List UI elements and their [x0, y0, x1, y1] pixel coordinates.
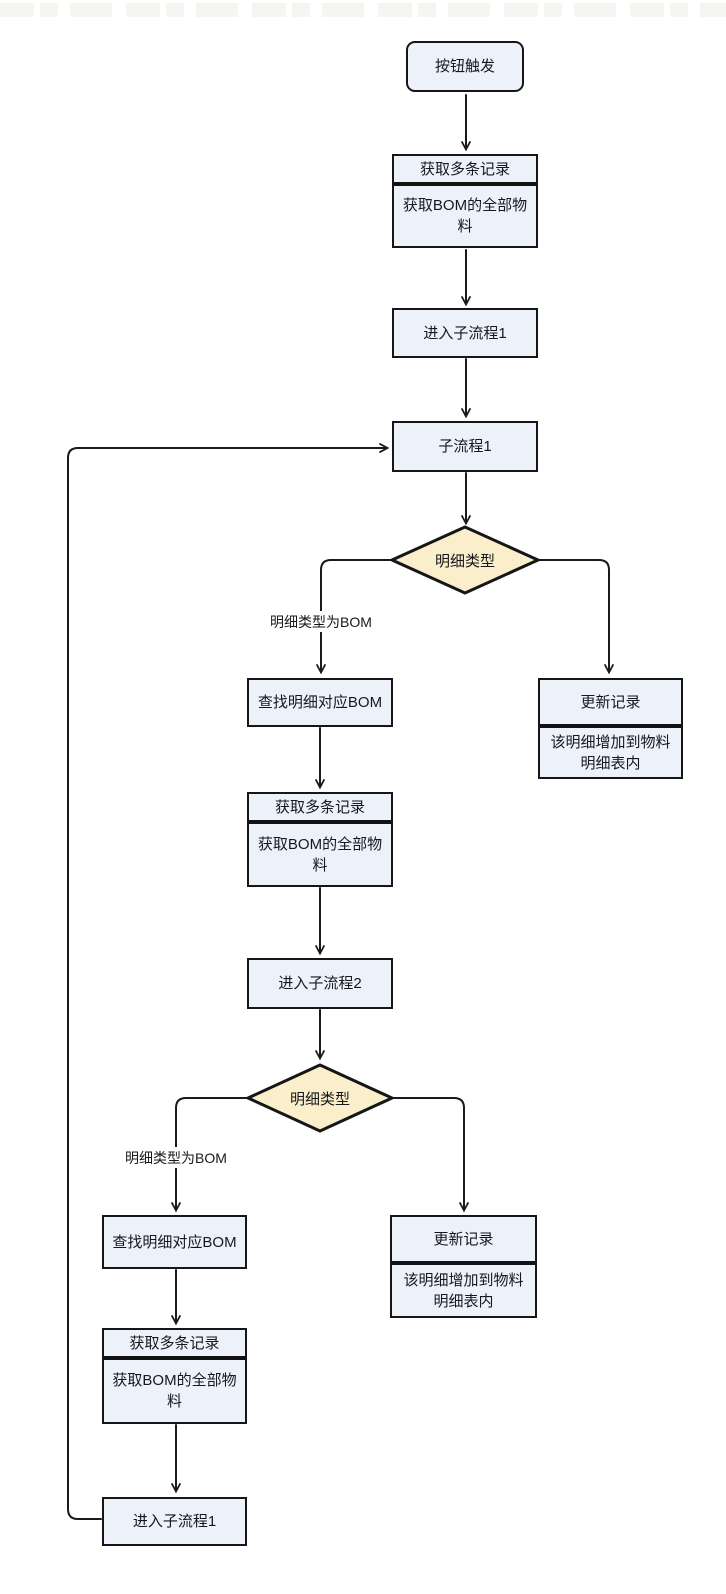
- node-sub1-label: 子流程1: [438, 438, 492, 455]
- node-update2-body: 该明细增加到物料明细表内: [403, 1271, 524, 1310]
- node-rec2-header: 获取多条记录: [249, 794, 391, 824]
- node-find-bom-1-label: 查找明细对应BOM: [257, 694, 383, 711]
- edge-label-decision2-left: 明细类型为BOM: [119, 1147, 233, 1168]
- node-rec3-body: 获取BOM的全部物料: [112, 1372, 237, 1410]
- edge-loopback-sub1: [67, 443, 390, 1520]
- node-enter-sub1-top-label: 进入子流程1: [423, 324, 507, 342]
- node-start[interactable]: 按钮触发: [406, 41, 524, 92]
- node-decision2-shape[interactable]: [246, 1063, 394, 1133]
- edge-decision1-update1: [536, 559, 614, 675]
- node-find-bom-1[interactable]: 查找明细对应BOM: [247, 678, 393, 727]
- node-find-bom-2-label: 查找明细对应BOM: [112, 1233, 237, 1251]
- edge-decision1-findbom1: [316, 559, 395, 675]
- node-decision1-shape[interactable]: [390, 525, 540, 595]
- edge-decision2-findbom2: [171, 1097, 250, 1213]
- node-rec2-body: 获取BOM的全部物料: [257, 835, 383, 874]
- node-enter-sub2[interactable]: 进入子流程2: [247, 958, 393, 1009]
- node-rec3[interactable]: 获取多条记录 获取BOM的全部物料: [102, 1328, 247, 1424]
- node-enter-sub1-top[interactable]: 进入子流程1: [392, 308, 538, 358]
- node-rec3-header: 获取多条记录: [104, 1330, 245, 1360]
- node-update1[interactable]: 更新记录 该明细增加到物料明细表内: [538, 678, 683, 779]
- node-enter-sub1-bottom-label: 进入子流程1: [132, 1513, 217, 1530]
- node-rec1-body: 获取BOM的全部物料: [402, 197, 528, 235]
- edge-label-decision1-left: 明细类型为BOM: [264, 611, 378, 632]
- node-rec1-header: 获取多条记录: [394, 156, 536, 186]
- node-update1-body: 该明细增加到物料明细表内: [550, 733, 671, 772]
- node-sub1[interactable]: 子流程1: [392, 421, 538, 472]
- node-find-bom-2[interactable]: 查找明细对应BOM: [102, 1215, 247, 1269]
- watermark-strip: [0, 3, 726, 17]
- node-update1-header: 更新记录: [540, 680, 681, 728]
- edge-decision2-update2: [390, 1097, 469, 1213]
- node-enter-sub1-bottom[interactable]: 进入子流程1: [102, 1497, 247, 1546]
- node-update2[interactable]: 更新记录 该明细增加到物料明细表内: [390, 1215, 537, 1318]
- node-update2-header: 更新记录: [392, 1217, 535, 1265]
- node-rec2[interactable]: 获取多条记录 获取BOM的全部物料: [247, 792, 393, 887]
- node-rec1[interactable]: 获取多条记录 获取BOM的全部物料: [392, 154, 538, 248]
- node-enter-sub2-label: 进入子流程2: [278, 975, 362, 992]
- node-start-label: 按钮触发: [434, 58, 495, 75]
